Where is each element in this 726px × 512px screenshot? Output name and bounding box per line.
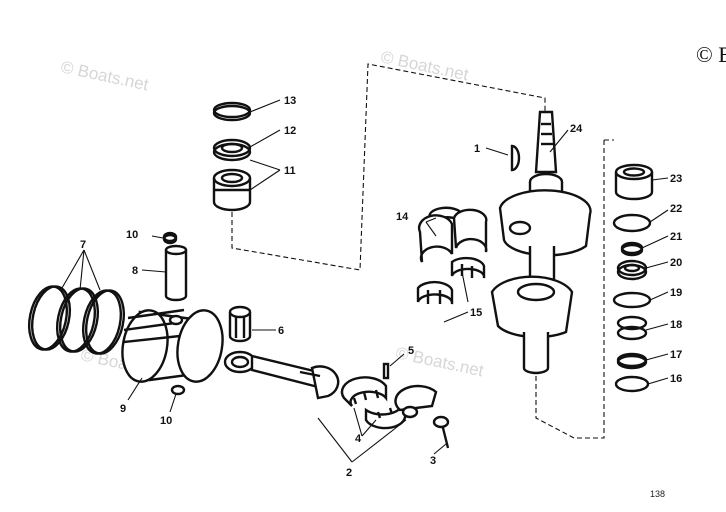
part-7-rings (27, 285, 126, 355)
part-18-rings (616, 315, 648, 341)
callout-10-top: 10 (126, 229, 138, 241)
callouts: 1 2 3 4 5 6 7 8 9 10 10 11 12 13 14 15 1… (80, 95, 682, 479)
part-6-needle-bearing (228, 305, 252, 343)
callout-2: 2 (346, 467, 352, 479)
part-24-crankshaft (490, 110, 592, 375)
callout-17: 17 (670, 349, 682, 361)
callout-5: 5 (408, 345, 414, 357)
callout-16: 16 (670, 373, 682, 385)
callout-1: 1 (474, 143, 480, 155)
part-2-rod-cap (394, 384, 438, 419)
page-number: 138 (650, 489, 665, 499)
part-22-ring (612, 213, 652, 233)
part-1-key (510, 144, 521, 172)
callout-15: 15 (470, 307, 482, 319)
callout-10-bottom: 10 (160, 415, 172, 427)
callout-11: 11 (284, 165, 296, 177)
part-23-sleeve (614, 163, 654, 201)
watermark-1: © Boats.net (59, 57, 150, 94)
part-16-ring (614, 375, 650, 393)
callout-9: 9 (120, 403, 126, 415)
watermarks: © Boats.net © Boats.net © Boats.net © Bo… (59, 47, 485, 382)
part-12-seal (212, 138, 252, 162)
part-11-bearing (212, 168, 252, 212)
callout-20: 20 (670, 257, 682, 269)
part-19-ring (612, 291, 652, 309)
callout-19: 19 (670, 287, 682, 299)
callout-8: 8 (132, 265, 138, 277)
guide-lines (231, 63, 614, 439)
watermark-2: © Boats.net (379, 47, 470, 84)
callout-24: 24 (570, 123, 583, 135)
part-9-piston (121, 308, 224, 383)
callout-14: 14 (396, 211, 409, 223)
part-4-bearing-cages (340, 376, 407, 430)
part-21-washer (620, 241, 644, 257)
part-17-ring (616, 352, 648, 370)
part-13-ring (212, 101, 252, 122)
callout-6: 6 (278, 325, 284, 337)
callout-3: 3 (430, 455, 436, 467)
part-5-dowel (382, 362, 390, 380)
callout-13: 13 (284, 95, 296, 107)
part-3-screw (432, 415, 450, 449)
callout-23: 23 (670, 173, 682, 185)
part-10-clip-bottom (170, 384, 186, 396)
callout-12: 12 (284, 125, 296, 137)
part-14-bearing-shells (417, 206, 488, 263)
part-2-connecting-rod (223, 350, 340, 400)
part-15-needle-cages (416, 256, 486, 305)
callout-4: 4 (355, 433, 362, 445)
part-10-clip-top (162, 231, 178, 245)
callout-22: 22 (670, 203, 682, 215)
copyright-mark: © B (696, 42, 726, 67)
leader-lines (61, 99, 669, 463)
callout-21: 21 (670, 231, 682, 243)
callout-7: 7 (80, 239, 86, 251)
part-20-seal (616, 259, 648, 281)
callout-18: 18 (670, 319, 682, 331)
part-8-piston-pin (164, 244, 188, 302)
